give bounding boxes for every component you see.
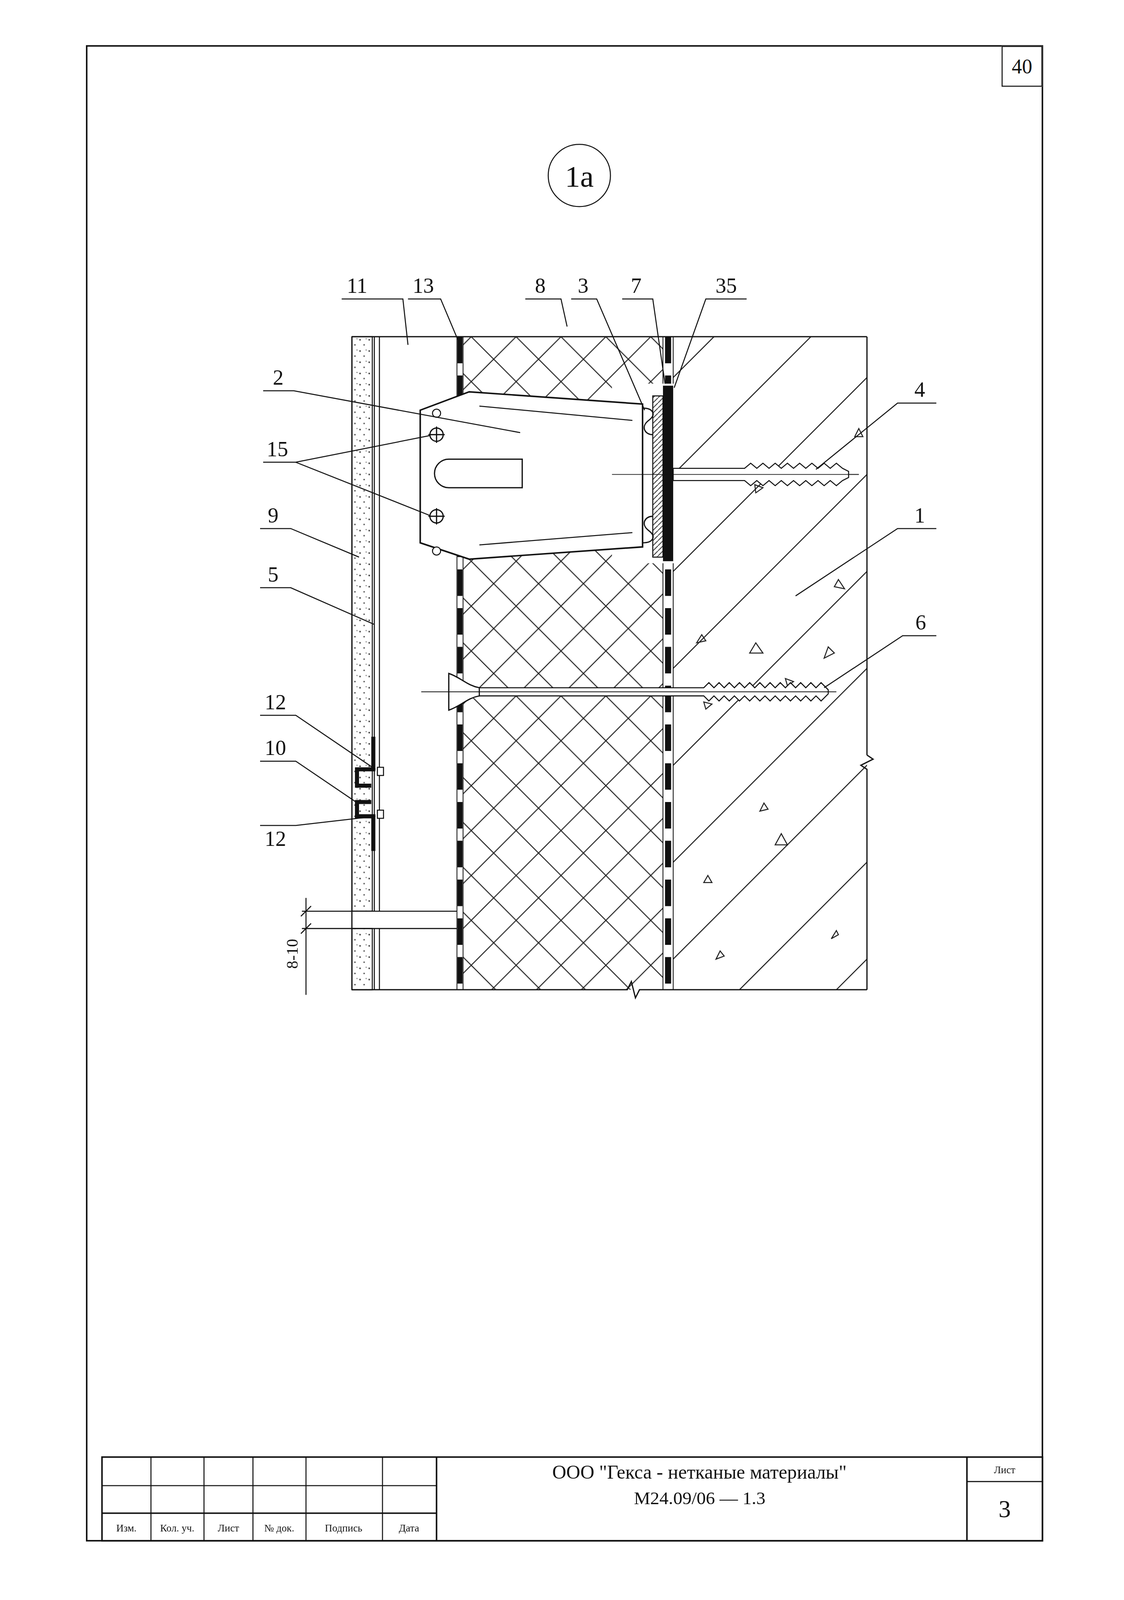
node-text: 40 xyxy=(1011,55,1033,78)
document-code: М24.09/06 — 1.3 xyxy=(633,1487,766,1509)
sheet-number-box: 40 xyxy=(1001,46,1043,87)
organization-name: ООО "Гекса - нетканые материалы" xyxy=(552,1461,847,1483)
callout-number: 7 xyxy=(630,273,642,298)
dimension-text: 8-10 xyxy=(282,938,301,969)
guide-rail xyxy=(374,336,380,990)
title-block xyxy=(102,1456,1043,1541)
callout-number: 1 xyxy=(914,503,926,527)
title-block-header: Подпись xyxy=(324,1521,363,1533)
callout-number: 11 xyxy=(346,273,368,298)
callout-number: 3 xyxy=(577,273,589,298)
insulation-dowel xyxy=(421,673,837,710)
leader-line xyxy=(260,299,937,826)
callout-number: 12 xyxy=(264,826,287,851)
callout-number: 10 xyxy=(264,735,287,760)
callout-number: 12 xyxy=(264,689,287,714)
node-text: 1a xyxy=(564,158,595,193)
callout-number: 35 xyxy=(715,273,737,298)
anchor-dowel xyxy=(611,462,859,486)
callout-number: 6 xyxy=(915,610,927,635)
callout-number: 9 xyxy=(267,503,279,527)
view-mark-circle: 1a xyxy=(547,143,612,207)
facade-panel xyxy=(351,336,373,911)
sheet-frame xyxy=(86,46,1043,1541)
callout-number: 2 xyxy=(273,365,284,390)
concrete-wall xyxy=(61,336,1124,990)
title-block-header: № док. xyxy=(264,1521,295,1533)
callout-number: 4 xyxy=(914,377,926,402)
callout-number: 13 xyxy=(412,273,435,298)
title-block-header: Лист xyxy=(217,1521,240,1533)
facade-panel xyxy=(351,928,373,990)
callout-number: 15 xyxy=(266,436,289,461)
joint-profile xyxy=(357,736,384,851)
title-block-header: Лист xyxy=(993,1463,1016,1475)
title-block-header: Кол. уч. xyxy=(160,1521,195,1533)
title-block-header: Изм. xyxy=(116,1521,137,1533)
bracket xyxy=(420,383,676,564)
title-block-header: Дата xyxy=(398,1521,419,1533)
sheet-number: 3 xyxy=(998,1495,1011,1522)
callout-number: 5 xyxy=(267,562,279,587)
callout-number: 8 xyxy=(534,273,546,298)
dimension-8-10 xyxy=(300,897,458,995)
